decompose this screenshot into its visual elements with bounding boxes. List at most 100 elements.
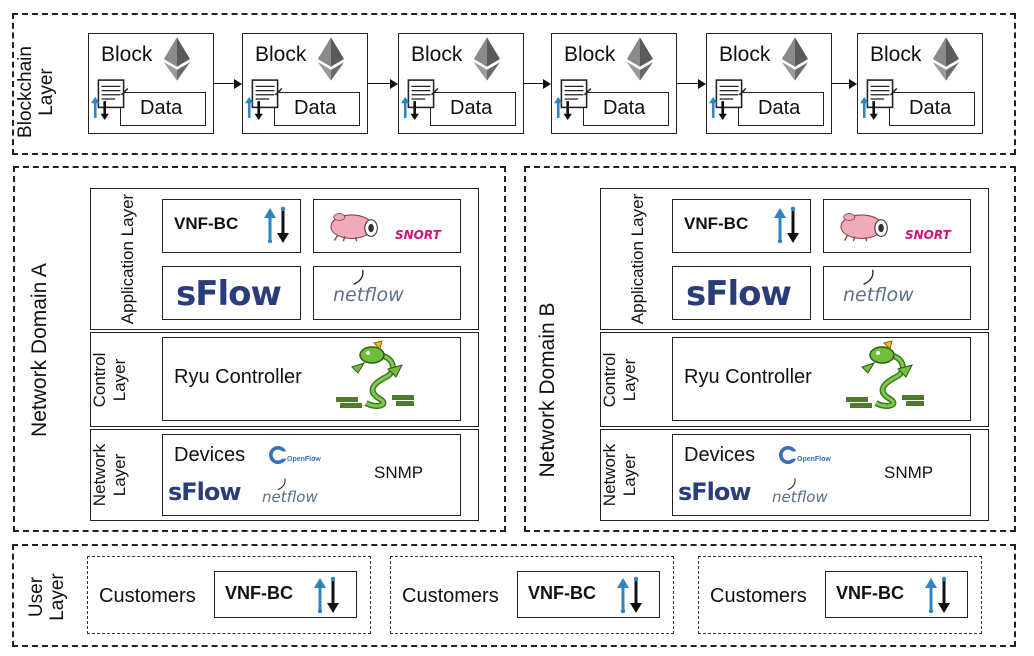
document-icon <box>244 78 286 120</box>
network-netflow-logo: netflow <box>772 488 828 506</box>
data-box <box>120 92 206 126</box>
chain-arrow <box>832 83 851 84</box>
ryu-controller-box <box>672 337 971 421</box>
netflow-swirl-icon <box>860 268 878 286</box>
data-label: Data <box>140 97 183 119</box>
ethereum-icon <box>782 37 808 81</box>
block-title: Block <box>101 43 153 66</box>
snmp-label: SNMP <box>884 463 934 482</box>
up-down-arrows-icon <box>772 205 802 245</box>
data-label: Data <box>758 97 801 119</box>
openflow-logo: OpenFlow <box>797 456 831 463</box>
vnf-bc-label: VNF-BC <box>174 214 239 233</box>
application-layer-label: Application Layer <box>118 193 138 325</box>
ethereum-icon <box>627 37 653 81</box>
customers-label: Customers <box>99 585 196 607</box>
document-icon <box>553 78 595 120</box>
netflow-swirl-icon <box>785 477 799 491</box>
user-vnf-bc-label: VNF-BC <box>528 583 596 603</box>
snmp-label: SNMP <box>374 463 424 482</box>
block-title: Block <box>719 43 771 66</box>
ryu-controller-label: Ryu Controller <box>174 366 302 388</box>
ethereum-icon <box>474 37 500 81</box>
netflow-logo: netflow <box>843 284 914 306</box>
data-box <box>583 92 669 126</box>
dragon-icon <box>336 340 416 412</box>
chain-arrowhead <box>698 79 706 89</box>
chain-arrow <box>524 83 545 84</box>
control-layer-label: Control Layer <box>90 352 129 408</box>
chain-arrow <box>214 83 236 84</box>
vnf-bc-box <box>162 199 301 253</box>
up-down-arrows-icon <box>312 575 342 615</box>
snort-label: SNORT <box>905 228 951 242</box>
document-icon <box>90 78 132 120</box>
netflow-box <box>823 266 971 320</box>
data-box <box>274 92 360 126</box>
devices-label: Devices <box>174 444 246 466</box>
data-box <box>889 92 975 126</box>
application-layer-label: Application Layer <box>628 193 648 325</box>
devices-box <box>672 434 971 516</box>
customers-label: Customers <box>710 585 807 607</box>
network-layer-label: Network Layer <box>90 443 129 507</box>
sflow-logo: sFlow <box>686 274 792 314</box>
chain-arrow <box>368 83 392 84</box>
openflow-icon <box>779 446 797 464</box>
network-sflow-logo: sFlow <box>168 478 242 506</box>
up-down-arrows-icon <box>262 205 292 245</box>
network-layer-label: Network Layer <box>600 443 639 507</box>
chain-arrowhead <box>234 79 242 89</box>
network-domain-b <box>524 166 1016 532</box>
user-vnf-bc-label: VNF-BC <box>836 583 904 603</box>
chain-arrow <box>677 83 700 84</box>
user-layer <box>12 544 1016 647</box>
block-title: Block <box>870 43 922 66</box>
devices-box <box>162 434 461 516</box>
vnf-bc-label: VNF-BC <box>684 214 749 233</box>
sflow-box <box>162 266 301 320</box>
data-label: Data <box>603 97 646 119</box>
chain-arrowhead <box>543 79 551 89</box>
dragon-icon <box>846 340 926 412</box>
data-label: Data <box>909 97 952 119</box>
customer-group <box>698 556 982 634</box>
data-box <box>430 92 516 126</box>
netflow-swirl-icon <box>275 477 289 491</box>
ethereum-icon <box>933 37 959 81</box>
control-layer-label: Control Layer <box>600 352 639 408</box>
document-icon <box>400 78 442 120</box>
data-label: Data <box>294 97 337 119</box>
document-icon <box>708 78 750 120</box>
netflow-logo: netflow <box>333 284 404 306</box>
data-box <box>738 92 824 126</box>
blockchain-layer <box>12 13 1016 155</box>
network-domain-a <box>13 166 506 532</box>
network-netflow-logo: netflow <box>262 488 318 506</box>
openflow-logo: OpenFlow <box>287 456 321 463</box>
network-domain-b-label: Network Domain B <box>535 302 559 478</box>
up-down-arrows-icon <box>923 575 953 615</box>
ryu-controller-box <box>162 337 461 421</box>
user-vnf-bc-label: VNF-BC <box>225 583 293 603</box>
chain-arrowhead <box>849 79 857 89</box>
blockchain-layer-label: Blockchain Layer <box>15 46 57 138</box>
block-title: Block <box>255 43 307 66</box>
data-label: Data <box>450 97 493 119</box>
netflow-swirl-icon <box>350 268 368 286</box>
customer-group <box>390 556 674 634</box>
vnf-bc-box <box>672 199 811 253</box>
user-layer-label: User Layer <box>26 573 68 621</box>
network-domain-a-label: Network Domain A <box>27 263 51 437</box>
ethereum-icon <box>318 37 344 81</box>
snort-label: SNORT <box>395 228 441 242</box>
devices-label: Devices <box>684 444 756 466</box>
sflow-logo: sFlow <box>176 274 282 314</box>
sflow-box <box>672 266 811 320</box>
block-title: Block <box>411 43 463 66</box>
up-down-arrows-icon <box>615 575 645 615</box>
customer-group <box>87 556 371 634</box>
document-icon <box>859 78 901 120</box>
ethereum-icon <box>164 37 190 81</box>
block-title: Block <box>564 43 616 66</box>
